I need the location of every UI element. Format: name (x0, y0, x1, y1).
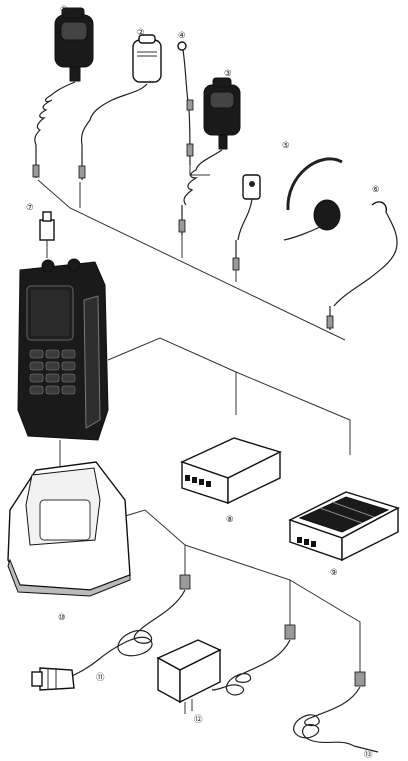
label-12: ⑫ (194, 715, 203, 725)
speaker-microphone-2 (78, 34, 162, 180)
car-charger-cable (31, 574, 191, 691)
label-8: ⑧ (226, 515, 234, 525)
label-6: ⑥ (372, 185, 380, 195)
battery-case (288, 491, 400, 562)
label-1: ① (60, 5, 68, 15)
label-9: ⑨ (330, 568, 338, 578)
label-13: ⑬ (364, 750, 373, 760)
ac-adapter (156, 624, 296, 714)
label-2: ② (137, 28, 145, 38)
speaker-microphone-3 (178, 77, 241, 235)
connection-lines-bottom (59, 337, 361, 672)
speaker-microphone-1 (32, 7, 94, 178)
charger-stand (7, 461, 131, 597)
label-10: ⑩ (58, 613, 66, 623)
label-11: ⑪ (96, 673, 105, 683)
battery-pack (180, 437, 282, 505)
label-3: ③ (224, 69, 232, 79)
antenna-adapter (39, 211, 55, 258)
dc-cable (293, 671, 379, 753)
label-5: ⑤ (282, 141, 290, 151)
number-labels: ① ② ④ ③ ⑤ ⑥ ⑦ ⑧ ⑨ ⑩ ⑪ ⑫ ⑬ (26, 5, 380, 760)
earphone-clip (326, 201, 398, 330)
headset (232, 157, 343, 271)
radio-transceiver (17, 258, 109, 441)
label-7: ⑦ (26, 203, 34, 213)
earphone-tube (177, 41, 194, 166)
label-4: ④ (178, 31, 186, 41)
